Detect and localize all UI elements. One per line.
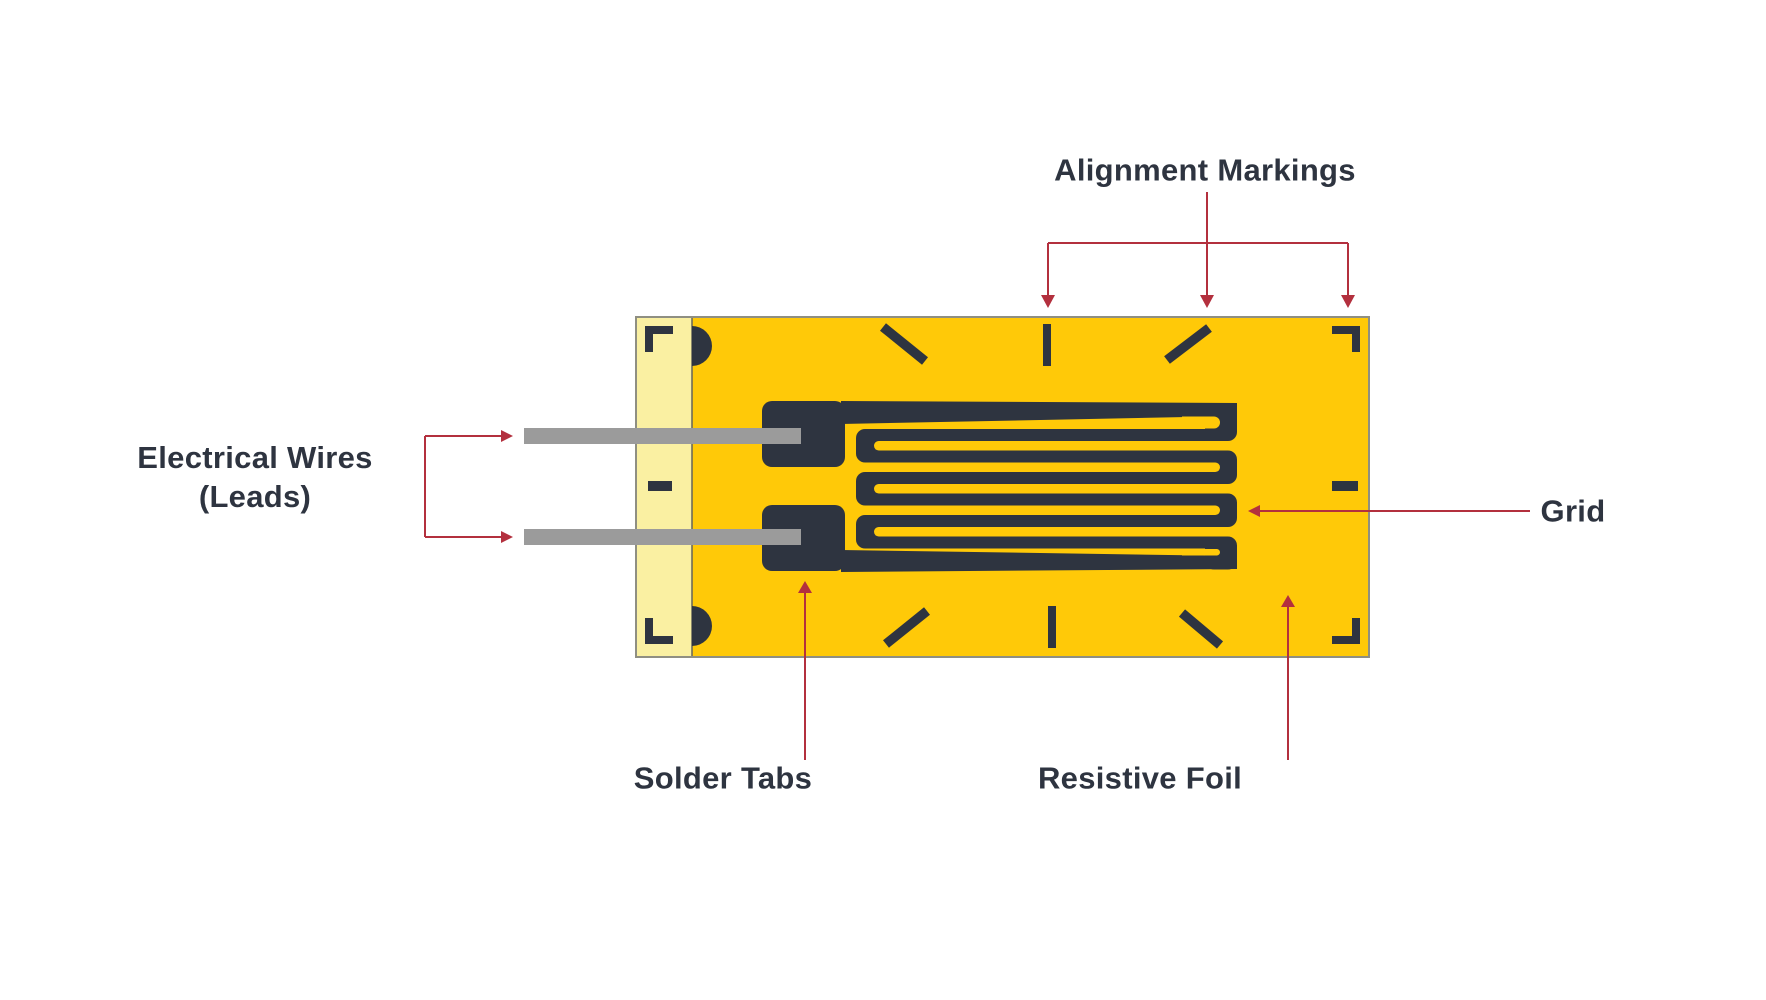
- label-alignment-markings: Alignment Markings: [1054, 152, 1356, 188]
- resistive-foil-pointer: [1281, 595, 1295, 760]
- solder-tabs-pointer: [798, 581, 812, 760]
- solder-tab-bottom: [762, 505, 845, 571]
- corner-mark-top-left-icon: [645, 326, 673, 352]
- grid-lines: [876, 429, 1216, 549]
- strain-gauge: [635, 316, 1370, 658]
- grid-turns-right: [1182, 403, 1237, 570]
- lead-wire-bottom: [524, 529, 801, 545]
- arrowhead-right-icon: [501, 531, 513, 543]
- arrowhead-down-icon: [1041, 295, 1055, 308]
- label-resistive-foil: Resistive Foil: [1037, 760, 1243, 796]
- alignment-markings-pointer: [1041, 192, 1355, 308]
- mid-mark-left-icon: [648, 481, 672, 491]
- arrowhead-right-icon: [501, 430, 513, 442]
- corner-mark-bottom-left-icon: [645, 618, 673, 644]
- edge-notch-bottom-icon: [692, 606, 712, 646]
- arrowhead-down-icon: [1200, 295, 1214, 308]
- alignment-mark-bottom-slash-icon: [883, 607, 930, 648]
- arrowhead-up-icon: [1281, 595, 1295, 607]
- electrical-wires-pointer: [424, 430, 513, 543]
- label-electrical-wires-line2: (Leads): [198, 479, 312, 514]
- label-electrical-wires-line1: Electrical Wires: [137, 440, 373, 475]
- arrowhead-left-icon: [1248, 505, 1260, 517]
- corner-mark-bottom-right-icon: [1332, 618, 1360, 644]
- alignment-mark-top-backslash-icon: [880, 323, 928, 365]
- grid-pointer: [1248, 505, 1530, 517]
- grid-lead-bottom: [841, 550, 1237, 572]
- lead-wire-top: [524, 428, 801, 444]
- edge-notch-top-icon: [692, 326, 712, 366]
- mid-mark-right-icon: [1332, 481, 1358, 491]
- grid-turns-left: [856, 429, 902, 549]
- label-solder-tabs: Solder Tabs: [633, 760, 813, 796]
- backing-film: [635, 316, 1370, 658]
- alignment-mark-bottom-backslash-icon: [1178, 609, 1224, 649]
- solder-tab-top: [762, 401, 845, 467]
- label-grid: Grid: [1540, 493, 1606, 529]
- alignment-mark-top-bar-icon: [1043, 324, 1051, 366]
- arrowhead-up-icon: [798, 581, 812, 593]
- foil-pattern: [762, 401, 1237, 572]
- corner-mark-top-right-icon: [1332, 326, 1360, 352]
- arrowhead-down-icon: [1341, 295, 1355, 308]
- alignment-mark-top-slash-icon: [1164, 324, 1212, 364]
- alignment-mark-bottom-bar-icon: [1048, 606, 1056, 648]
- grid-lead-top: [841, 401, 1237, 424]
- label-electrical-wires: Electrical Wires (Leads): [137, 438, 372, 516]
- backing-film-border: [635, 316, 1370, 658]
